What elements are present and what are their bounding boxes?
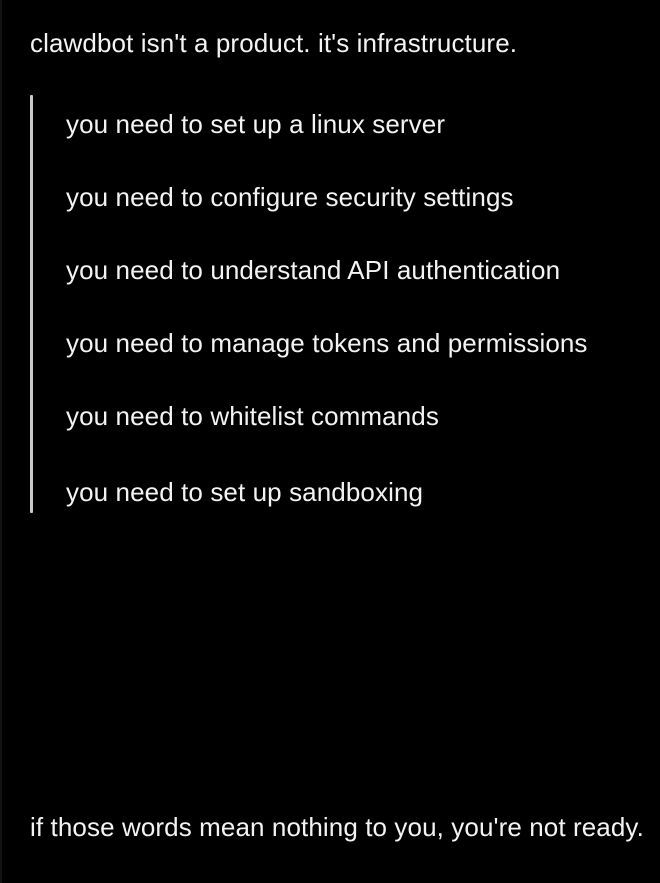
quote-rule [30,168,33,263]
quote-block: you need to understand API authenticatio… [2,241,660,336]
quote-rule [30,314,33,409]
quote-rule [30,95,33,190]
quote-text: you need to whitelist commands [66,401,439,431]
quote-text: you need to understand API authenticatio… [66,255,561,285]
quote-rule [30,241,33,336]
quote-block: you need to manage tokens and permission… [2,314,660,409]
lead-paragraph: clawdbot isn't a product. it's infrastru… [30,28,518,58]
quote-block: you need to set up sandboxing [2,463,660,513]
quote-block: you need to configure security settings [2,168,660,263]
quote-rule [30,387,33,482]
quote-text: you need to set up a linux server [66,109,446,139]
quote-block: you need to set up a linux server [2,95,660,190]
quote-text: you need to set up sandboxing [66,477,424,507]
closing-paragraph: if those words mean nothing to you, you'… [30,812,644,842]
quote-rule [30,463,33,513]
quote-text: you need to configure security settings [66,182,514,212]
quote-list: you need to set up a linux server you ne… [2,95,660,513]
quote-block: you need to whitelist commands [2,387,660,482]
quote-text: you need to manage tokens and permission… [66,328,588,358]
